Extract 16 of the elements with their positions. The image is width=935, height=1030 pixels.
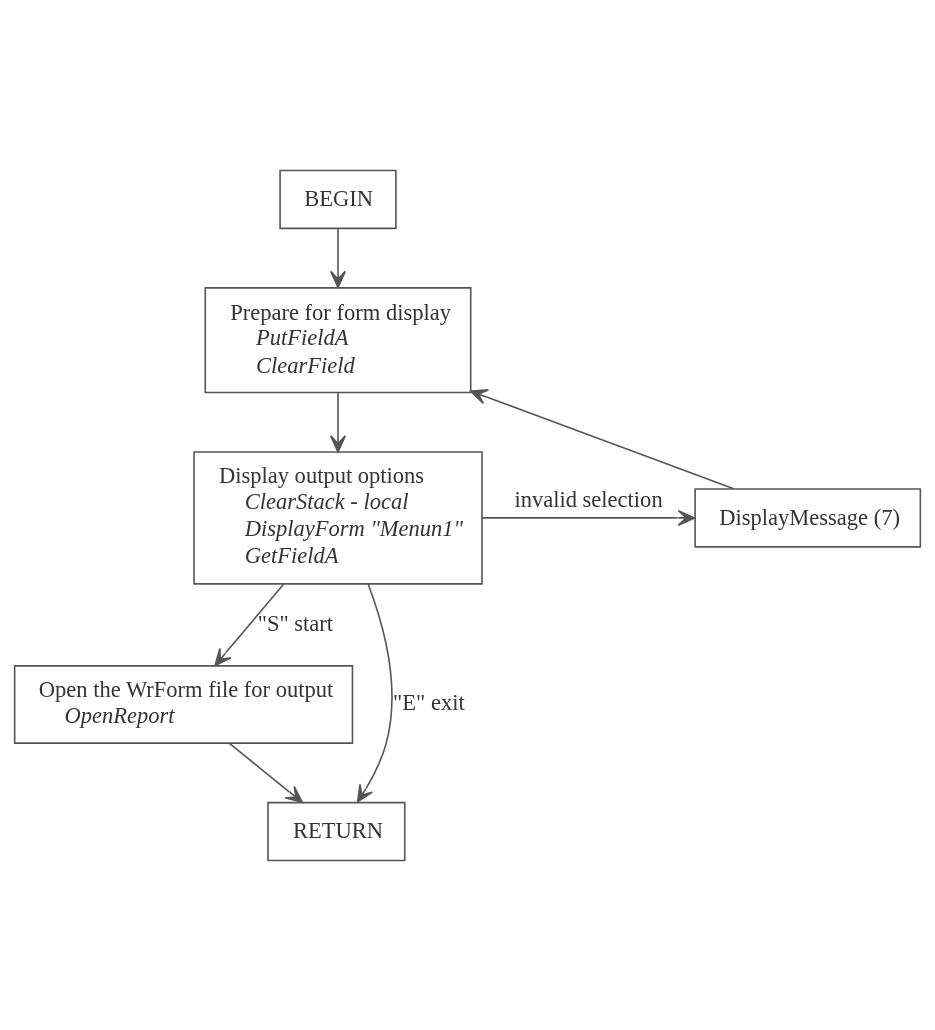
node-box: DisplayMessage (7) <box>694 487 922 548</box>
arrow <box>329 227 347 288</box>
arrow <box>481 509 696 526</box>
arrow <box>228 742 304 803</box>
arrow <box>469 388 735 490</box>
arrow <box>329 391 347 453</box>
node-box: BEGIN <box>279 169 397 229</box>
edge-label: "E" exit <box>393 689 465 715</box>
edge-label: "S" start <box>257 610 334 636</box>
arrow <box>214 582 285 666</box>
edge-label: invalid selection <box>514 486 663 512</box>
node-box: Display output options ClearStack - local DisplayForm "Menun1" GetFieldA <box>193 450 483 585</box>
arrow <box>356 582 393 803</box>
node-box: Open the WrForm file for output OpenReport <box>13 664 354 744</box>
node-box: Prepare for form display PutFieldA ClearField <box>204 286 472 393</box>
node-box: RETURN <box>267 801 406 861</box>
